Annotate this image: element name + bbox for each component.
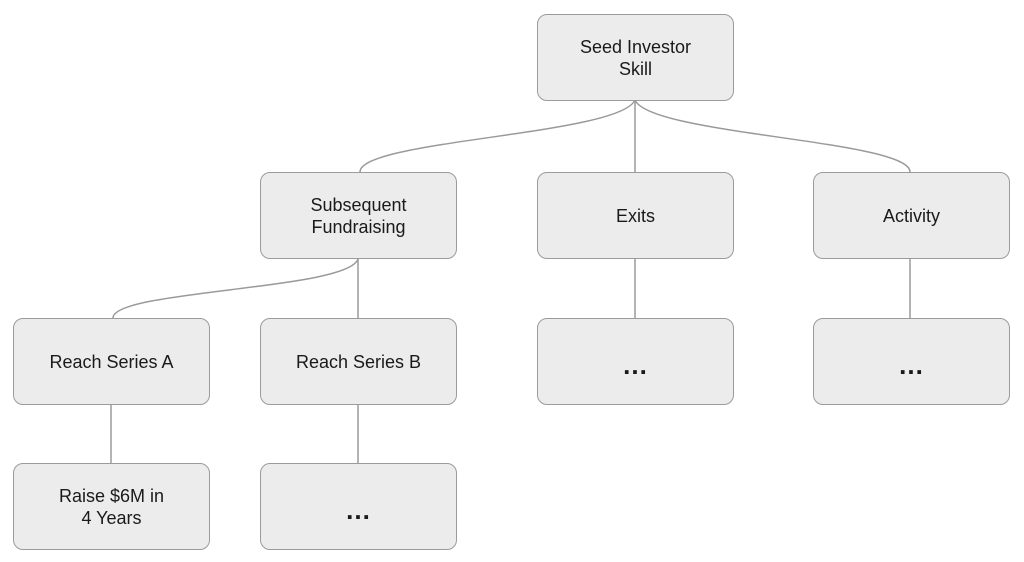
node-exits-more: ... [537, 318, 734, 405]
edge-fundraising-series-a [112, 258, 359, 319]
node-seed-investor-skill: Seed Investor Skill [537, 14, 734, 101]
edge-root-activity [634, 99, 911, 173]
node-reach-series-b: Reach Series B [260, 318, 457, 405]
node-exits: Exits [537, 172, 734, 259]
node-activity: Activity [813, 172, 1010, 259]
node-series-b-more: ... [260, 463, 457, 550]
node-subsequent-fundraising: Subsequent Fundraising [260, 172, 457, 259]
node-raise-6m-in-4-years: Raise $6M in 4 Years [13, 463, 210, 550]
node-reach-series-a: Reach Series A [13, 318, 210, 405]
edge-root-fundraising [359, 99, 636, 173]
node-activity-more: ... [813, 318, 1010, 405]
